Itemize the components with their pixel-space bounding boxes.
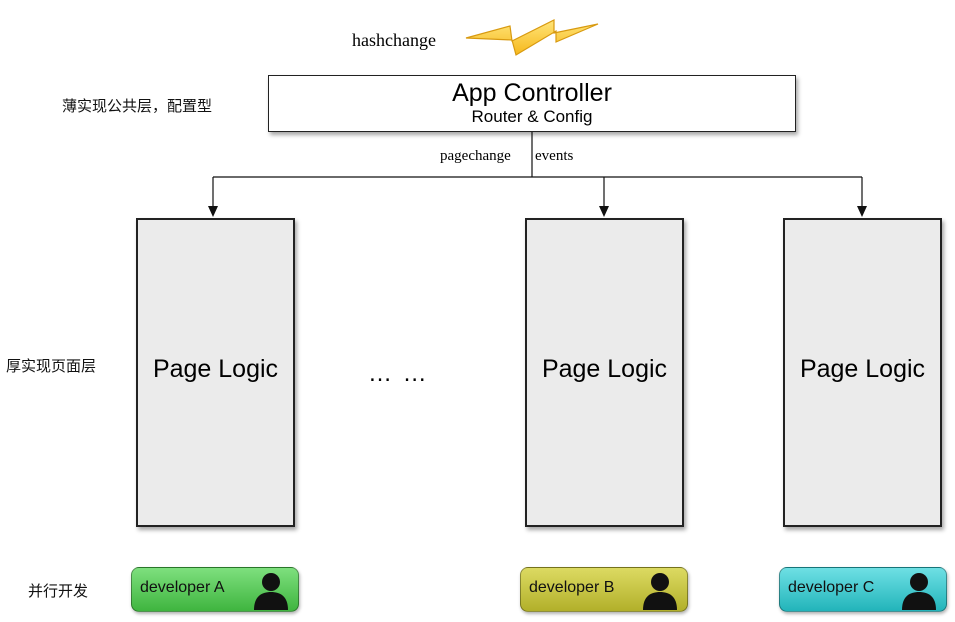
page-logic-box-3: Page Logic	[783, 218, 942, 527]
arrow-head-3	[857, 206, 867, 217]
layer-label-middle: 厚实现页面层	[6, 357, 97, 375]
layer-label-bottom: 并行开发	[28, 582, 89, 600]
person-icon	[254, 573, 288, 610]
page-logic-label: Page Logic	[152, 355, 279, 383]
page-logic-label: Page Logic	[541, 355, 668, 383]
connector-label-right: events	[535, 148, 574, 165]
lightning-bolt-icon	[465, 19, 599, 56]
app-controller-box: App Controller Router & Config	[268, 75, 796, 132]
person-icon	[643, 573, 677, 610]
developer-badge-b: developer B	[520, 567, 688, 612]
app-controller-subtitle: Router & Config	[471, 107, 593, 126]
ellipsis: … …	[368, 360, 429, 387]
developer-badge-c: developer C	[779, 567, 947, 612]
developer-label: developer A	[140, 579, 225, 596]
layer-label-top: 薄实现公共层，配置型	[62, 97, 213, 115]
hashchange-label: hashchange	[352, 30, 436, 50]
arrow-head-1	[208, 206, 218, 217]
app-controller-title: App Controller	[452, 79, 612, 107]
connector-label-left: pagechange	[439, 148, 512, 165]
page-logic-label: Page Logic	[799, 355, 926, 383]
page-logic-box-2: Page Logic	[525, 218, 684, 527]
arrow-head-2	[599, 206, 609, 217]
person-icon	[902, 573, 936, 610]
developer-label: developer B	[529, 579, 615, 596]
page-logic-box-1: Page Logic	[136, 218, 295, 527]
developer-label: developer C	[788, 579, 875, 596]
developer-badge-a: developer A	[131, 567, 299, 612]
